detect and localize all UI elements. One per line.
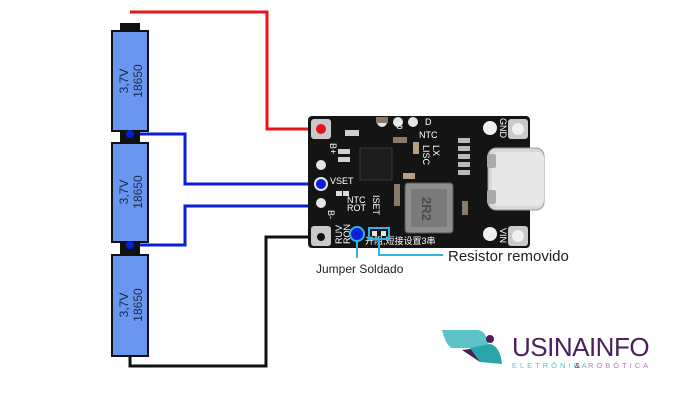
jumper-annotation: Jumper Soldado: [316, 262, 404, 276]
logo-subtitle-left: ELETRÔNICA: [512, 361, 590, 370]
label-d: D: [425, 117, 432, 127]
logo-subtitle-right: ROBÓTICA: [588, 361, 651, 370]
ic-chip: [359, 147, 393, 181]
balance-wire-upper: [130, 132, 318, 186]
pin-vset: [314, 177, 328, 191]
battery-3: 3,7V 18650: [111, 248, 149, 357]
jumper-pad: [349, 226, 365, 242]
label-vin: VIN: [498, 228, 508, 243]
resistor-annotation-line: [378, 239, 443, 256]
junction-dot-lower: [126, 241, 134, 249]
usinainfo-logo: USINAINFO ELETRÔNICA & ROBÓTICA: [442, 330, 651, 370]
inductor-label: 2R2: [419, 197, 434, 221]
battery-2-model: 18650: [131, 175, 145, 209]
junction-dot-upper: [126, 130, 134, 138]
battery-1-voltage: 3,7V: [117, 69, 131, 94]
pin-b-plus: [316, 124, 326, 134]
label-ruv: RUV: [334, 225, 344, 244]
label-ntc-top: NTC: [419, 130, 438, 140]
negative-wire: [128, 235, 318, 368]
battery-3-voltage: 3,7V: [117, 293, 131, 318]
battery-3-model: 18650: [131, 288, 145, 322]
charger-board: B+ VSET B- G D NTC LX LISC 2R2: [308, 116, 545, 248]
label-ntc-pad: NTC: [347, 195, 366, 205]
resistor-annotation: Resistor removido: [448, 248, 569, 265]
logo-subtitle-amp: &: [575, 361, 583, 370]
pin-b-minus: [315, 231, 327, 243]
label-iset: ISET: [371, 195, 381, 216]
label-g: G: [396, 121, 403, 131]
label-lisc: LISC: [421, 145, 431, 166]
label-b-plus: B+: [328, 143, 338, 154]
battery-1-model: 18650: [131, 64, 145, 98]
battery-2: 3,7V 18650: [111, 136, 149, 248]
label-rot: ROT: [347, 203, 367, 213]
board-bottom-text: 开阻,短接设置3串: [365, 235, 436, 246]
label-vset: VSET: [330, 176, 354, 186]
positive-wire: [130, 10, 318, 131]
battery-2-voltage: 3,7V: [117, 180, 131, 205]
logo-title: USINAINFO: [512, 332, 649, 362]
logo-mark-icon: [442, 330, 489, 348]
label-b-minus: B-: [326, 210, 336, 219]
label-gnd: GND: [498, 118, 508, 139]
battery-1: 3,7V 18650: [111, 23, 149, 138]
label-lx: LX: [431, 145, 441, 156]
label-ron: RON: [342, 224, 352, 244]
